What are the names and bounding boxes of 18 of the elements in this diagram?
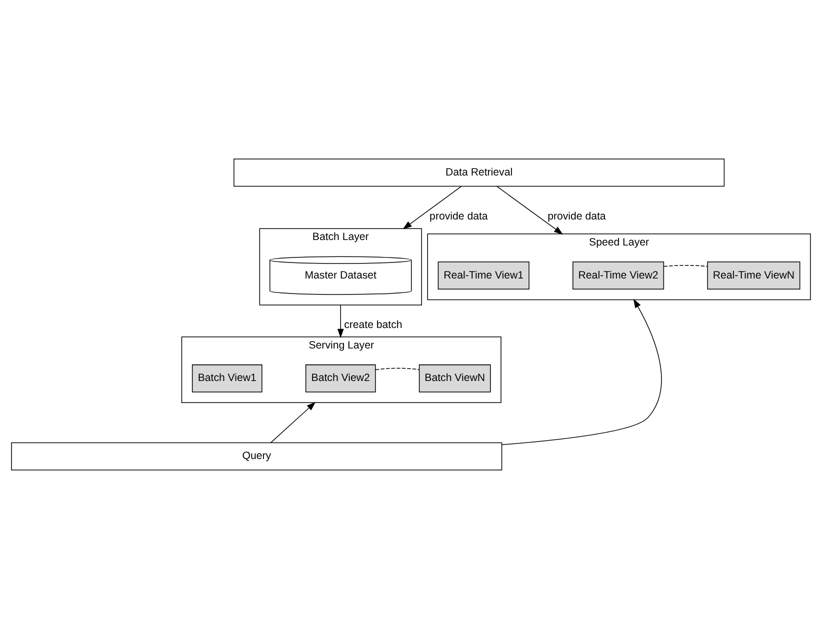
arrow <box>402 186 462 230</box>
arrow <box>496 186 564 235</box>
edge-label: create batch <box>344 318 402 331</box>
arrow <box>270 402 316 443</box>
connector <box>375 368 420 370</box>
node-box: Batch View2 <box>305 364 376 392</box>
node-box: Real-Time View2 <box>572 262 664 290</box>
node-box: Batch View1 <box>192 364 262 392</box>
arrow <box>337 304 344 338</box>
node-box: Query <box>11 442 502 470</box>
connector <box>663 264 708 267</box>
arrow <box>501 298 662 446</box>
node-box: Real-Time View1 <box>438 262 530 290</box>
edge-label: provide data <box>548 210 606 223</box>
node-box: Data Retrieval <box>234 158 725 187</box>
node-box: Real-Time ViewN <box>707 262 800 290</box>
edge-label: provide data <box>430 210 488 223</box>
node-box: Batch ViewN <box>418 364 491 392</box>
